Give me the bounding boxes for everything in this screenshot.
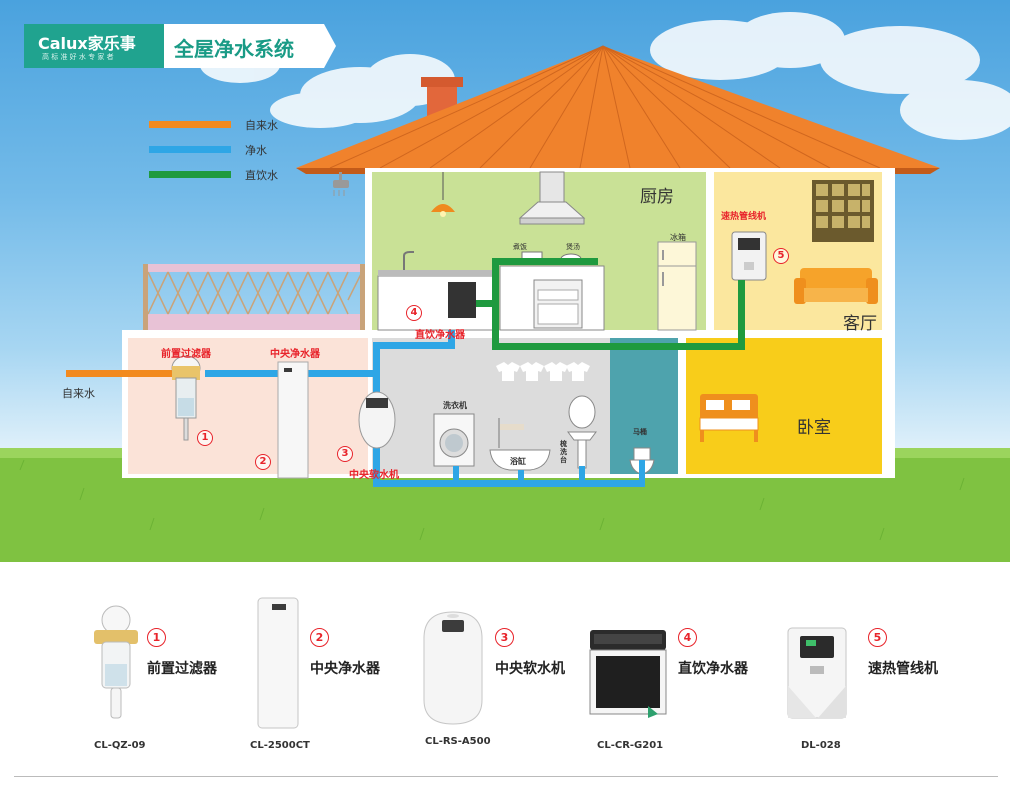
soup-label: 煲汤 (566, 243, 580, 251)
marker-4: 4 (406, 305, 422, 321)
softener-product-image (423, 611, 483, 725)
clothes-icons (496, 362, 590, 381)
brand-tagline: 高 标 准 好 水 专 家 者 (42, 53, 114, 61)
inlet-tap-water-label: 自来水 (62, 387, 95, 400)
marker-1: 1 (197, 430, 213, 446)
marker-3: 3 (337, 446, 353, 462)
product-name: 前置过滤器 (147, 661, 217, 677)
legend-drinking-water-label: 直饮水 (245, 169, 278, 182)
legend-purified-water-swatch (149, 146, 231, 153)
softener-device (358, 391, 396, 449)
product-number-1: 1 (147, 628, 166, 647)
product-number-4: 4 (678, 628, 697, 647)
fence (143, 264, 365, 332)
product-name: 速热管线机 (868, 661, 938, 677)
central-purifier-label: 中央净水器 (270, 349, 320, 360)
product-number-5: 5 (868, 628, 887, 647)
product-model: CL-CR-G201 (597, 740, 664, 751)
house-diagram-graphics (0, 45, 1010, 562)
bathtub-icon (489, 418, 551, 471)
product-model: CL-2500CT (250, 740, 310, 751)
bedroom-label: 卧室 (797, 418, 831, 438)
legend-drinking-water-swatch (149, 171, 231, 178)
product-number-3: 3 (495, 628, 514, 647)
tap-water-pipe (66, 370, 181, 377)
legend-tap-water-label: 自来水 (245, 119, 278, 132)
fridge-label: 冰箱 (670, 233, 686, 242)
product-name: 中央软水机 (495, 661, 565, 677)
heater-product-image (787, 627, 847, 719)
page-title: 全屋净水系统 (174, 37, 294, 61)
central-purifier-product-image (257, 597, 299, 729)
kitchen-label: 厨房 (640, 187, 674, 207)
pre-filter-product-image (94, 605, 138, 719)
product-model: CL-RS-A500 (425, 736, 491, 747)
bottom-divider (14, 776, 998, 777)
shower-head-icon (333, 172, 349, 196)
fridge-icon (657, 241, 697, 331)
living-room-label: 客厅 (843, 314, 877, 334)
basin-label: 梳洗台 (560, 440, 567, 464)
marker-5: 5 (773, 248, 789, 264)
central-purifier-device (277, 361, 309, 479)
marker-2: 2 (255, 454, 271, 470)
heater-label: 速热管线机 (721, 212, 767, 222)
brand-logo: Calux家乐事 高 标 准 好 水 专 家 者 (24, 24, 164, 68)
sofa-icon (794, 268, 878, 304)
product-model: CL-QZ-09 (94, 740, 146, 751)
cooking-label: 煮饭 (513, 243, 527, 251)
product-name: 直饮净水器 (678, 661, 748, 677)
stove-counter (499, 251, 605, 331)
house-diagram-scene: Calux家乐事 高 标 准 好 水 专 家 者 全屋净水系统 自来水 净水 直… (0, 0, 1010, 562)
softener-label: 中央软水机 (349, 470, 399, 481)
utility-room (128, 338, 368, 474)
heater-device (731, 231, 767, 281)
drinking-water-pipes (476, 258, 745, 350)
toilet-label: 马桶 (633, 428, 647, 436)
washing-machine-label: 洗衣机 (443, 401, 467, 410)
legend-tap-water-swatch (149, 121, 231, 128)
basin-icon (567, 395, 597, 469)
washing-machine-icon (433, 413, 475, 467)
bathtub-label: 浴缸 (510, 457, 526, 466)
product-number-2: 2 (310, 628, 329, 647)
bed-icon (699, 394, 759, 442)
kitchen-lamp-icon (431, 172, 455, 217)
range-hood-icon (518, 171, 586, 225)
window-icon (812, 180, 874, 242)
title-banner-tip (324, 24, 336, 68)
title-banner: 全屋净水系统 (164, 24, 324, 68)
brand-name: Calux家乐事 (38, 34, 136, 53)
legend-purified-water-label: 净水 (245, 144, 267, 157)
pre-filter-device (171, 355, 201, 441)
direct-purifier-label: 直饮净水器 (415, 330, 465, 341)
product-model: DL-028 (801, 740, 841, 751)
direct-purifier-product-image (589, 630, 667, 718)
pre-filter-label: 前置过滤器 (161, 349, 211, 360)
product-name: 中央净水器 (310, 661, 380, 677)
